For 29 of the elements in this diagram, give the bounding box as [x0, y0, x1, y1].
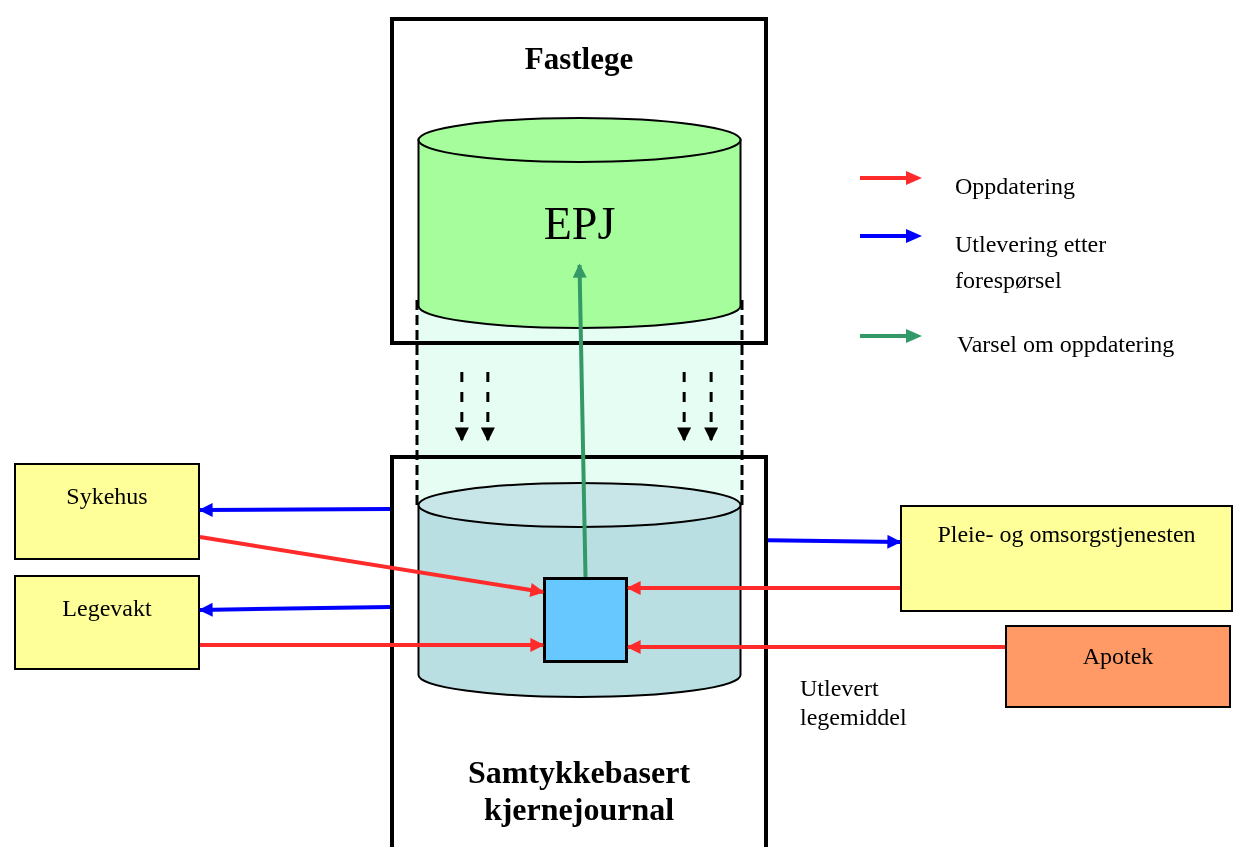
legend-label: Varsel om oppdatering	[957, 330, 1176, 359]
node-label: Sykehus	[65, 483, 149, 511]
arrow	[198, 502, 390, 517]
dashed-arrow	[704, 371, 719, 442]
frame-title: Fastlege	[523, 41, 635, 77]
frame-title: Samtykkebasert kjernejournal	[466, 754, 692, 828]
arrow	[767, 534, 902, 549]
node-label: Apotek	[1081, 643, 1155, 671]
node-label: EPJ	[542, 198, 617, 251]
node-label: Pleie- og omsorgstjenesten	[936, 521, 1197, 549]
process-box	[14, 463, 200, 560]
process-box	[1005, 625, 1231, 708]
system-frame	[390, 455, 768, 847]
node-label: Legevakt	[61, 595, 153, 623]
dashed-arrow	[677, 371, 692, 442]
arrow	[199, 535, 545, 597]
process-box	[900, 505, 1233, 612]
arrow	[200, 637, 545, 652]
legend-label: Utlevering etter forespørsel	[955, 230, 1108, 295]
process-box	[14, 575, 200, 670]
dashed-arrow	[454, 371, 469, 442]
process-box	[543, 577, 628, 663]
dashed-arrow	[480, 371, 495, 442]
system-frame	[390, 17, 768, 345]
arrow	[626, 640, 1005, 654]
arrow	[572, 263, 588, 578]
arrow	[626, 581, 900, 595]
arrow	[198, 602, 391, 617]
legend-label: Oppdatering	[955, 172, 1076, 201]
